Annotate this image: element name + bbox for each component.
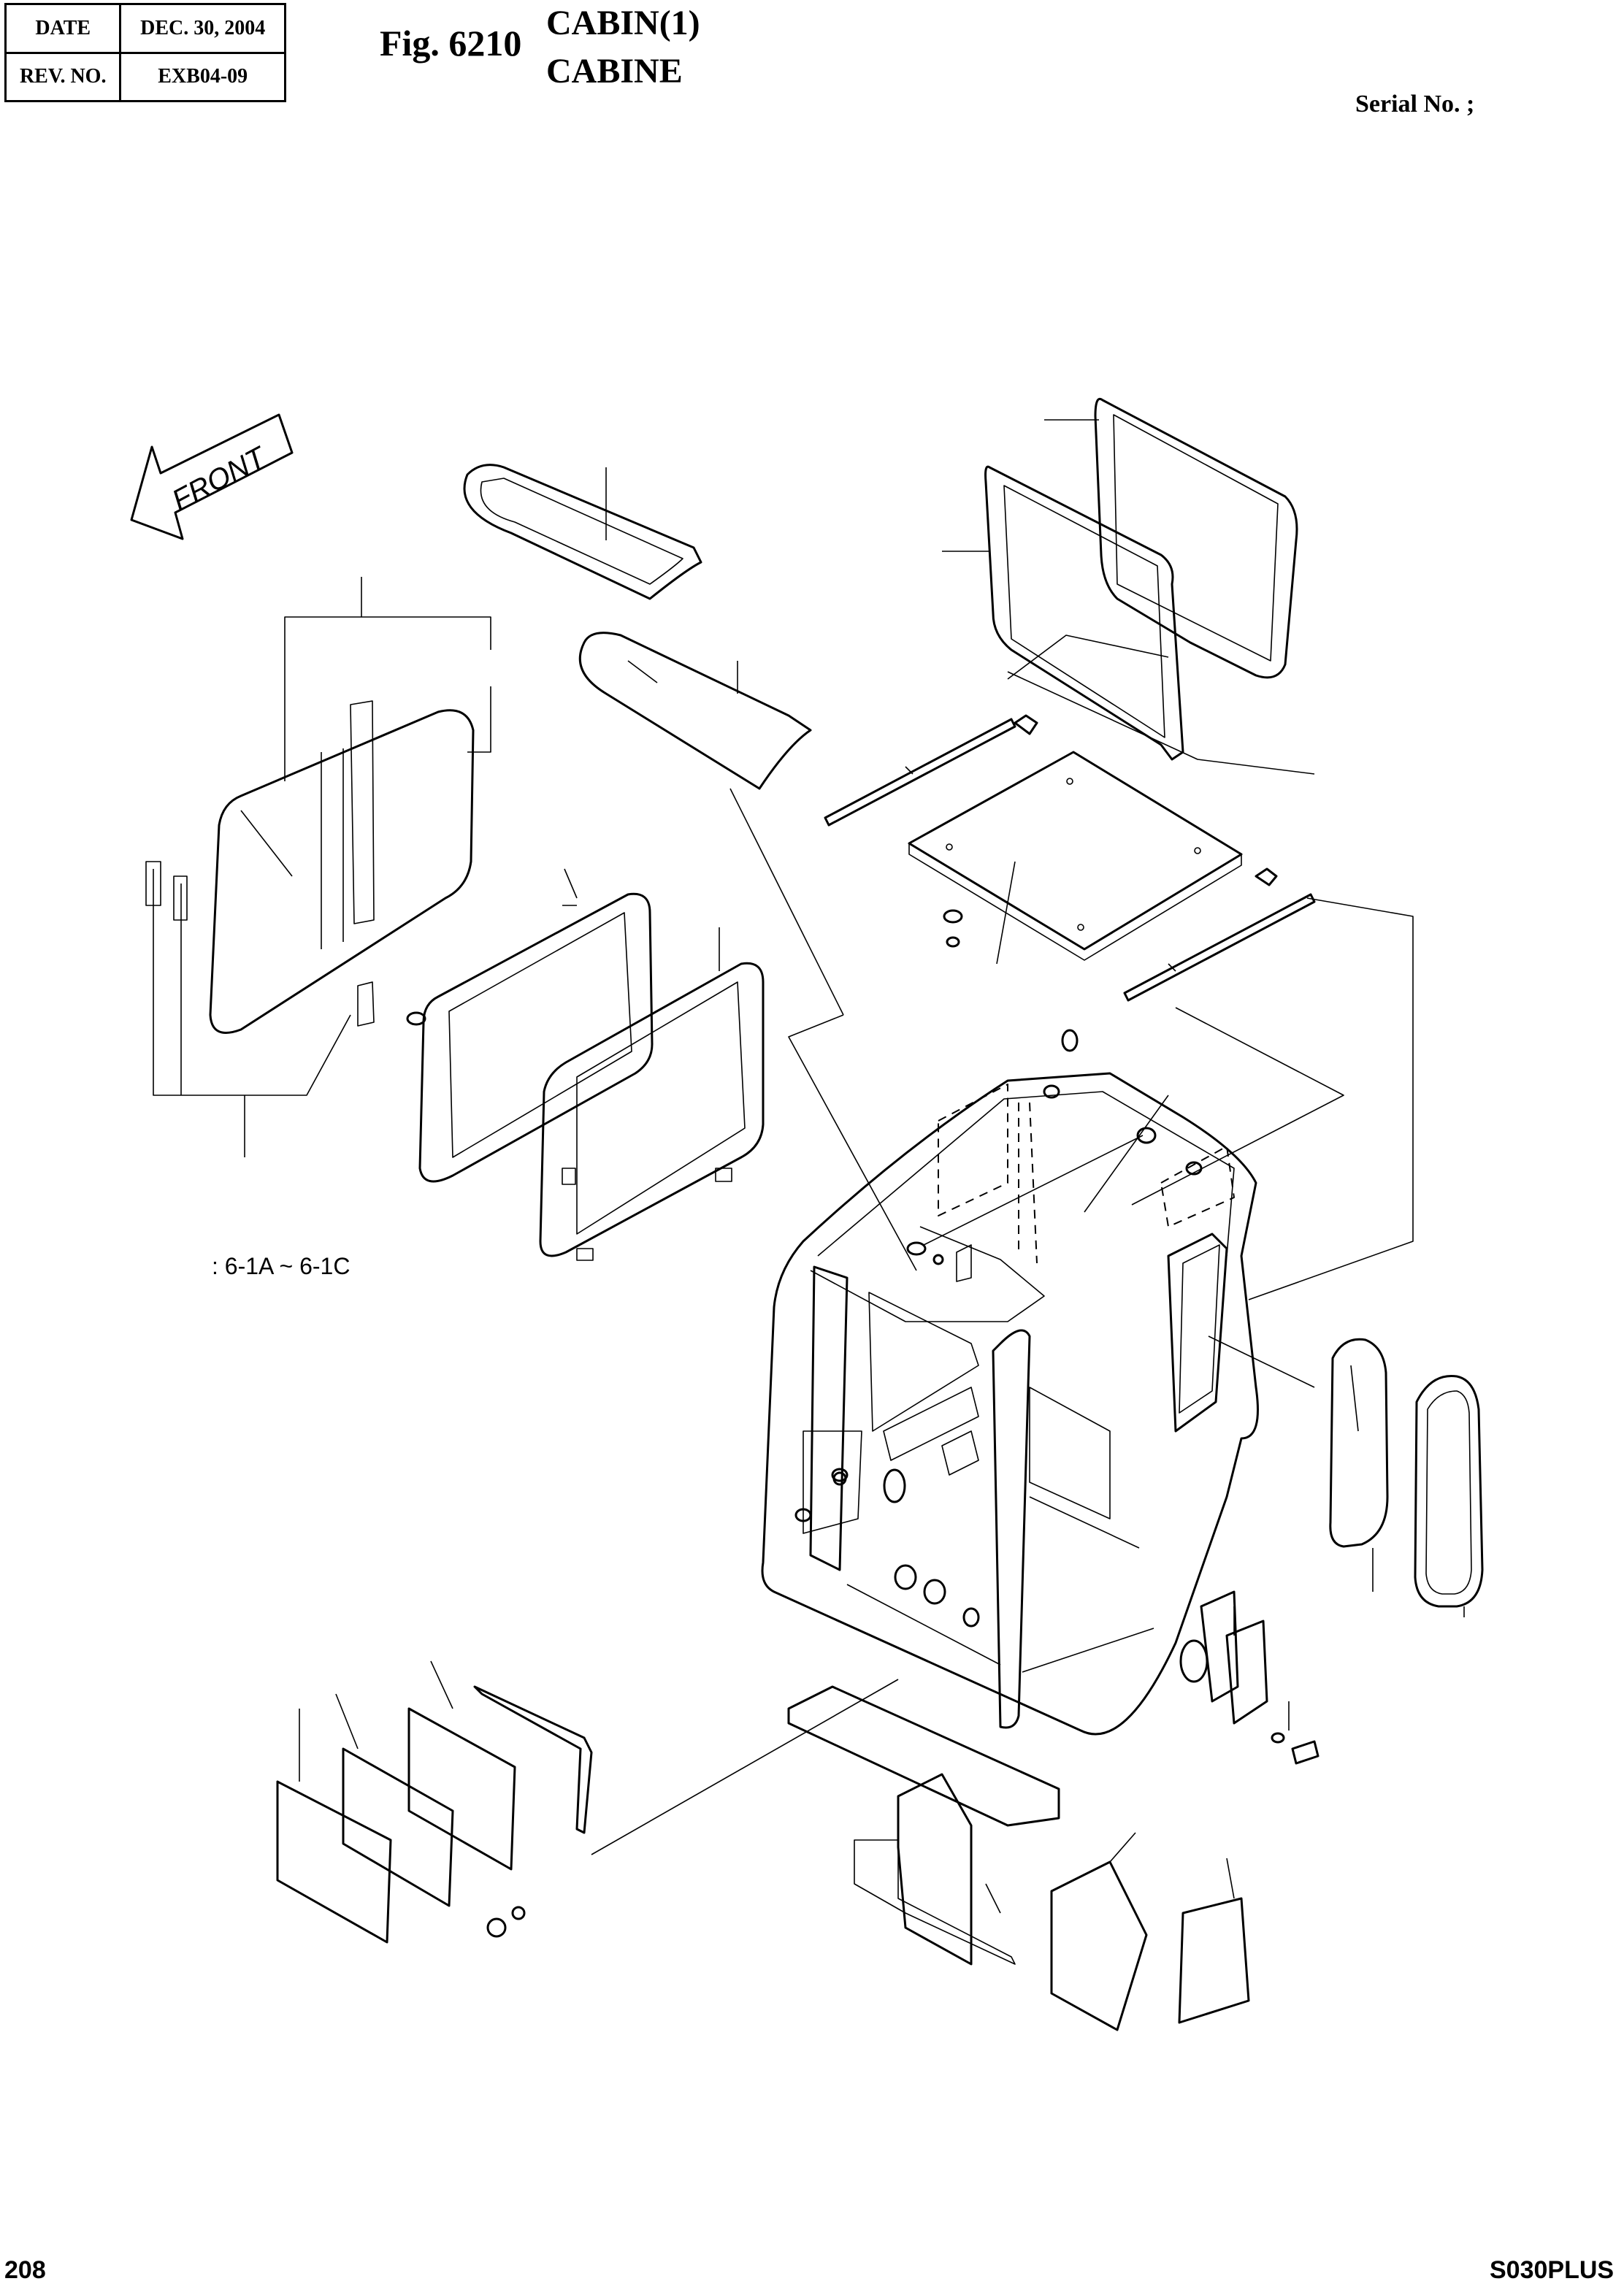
serial-number-label: Serial No. ; bbox=[1355, 91, 1475, 118]
side-window-glass bbox=[1329, 1338, 1389, 1548]
title-english: CABIN(1) bbox=[546, 4, 700, 42]
revision-table: DATE DEC. 30, 2004 REV. NO. EXB04-09 bbox=[4, 3, 286, 102]
side-window-seal bbox=[1372, 1374, 1484, 1617]
rev-label: REV. NO. bbox=[4, 51, 122, 102]
base-cover-panels bbox=[787, 1685, 1250, 2031]
date-label: DATE bbox=[4, 3, 122, 54]
front-arrow: FRONT bbox=[130, 413, 294, 540]
rear-window-seal bbox=[1044, 397, 1298, 679]
front-arrow-label: FRONT bbox=[167, 440, 273, 517]
door-hinge bbox=[145, 861, 426, 1027]
roof-curved-glass bbox=[578, 632, 812, 790]
model-name: S030PLUS bbox=[1490, 2256, 1615, 2284]
bolt-group bbox=[943, 714, 1278, 1052]
leader-lines bbox=[153, 577, 1414, 1388]
door-window-seal bbox=[418, 892, 654, 1183]
cabin-frame bbox=[761, 1072, 1259, 1736]
frame-bolts bbox=[832, 1241, 972, 1486]
reference-note: : 6-1A ~ 6-1C bbox=[212, 1253, 350, 1279]
access-cover bbox=[1179, 1590, 1320, 1765]
roof-glass-seal bbox=[463, 464, 702, 600]
roof-rail-right bbox=[1123, 893, 1316, 1002]
door-glass-left bbox=[209, 700, 475, 1034]
sliding-window-frame bbox=[539, 962, 765, 1261]
page-number: 208 bbox=[4, 2256, 46, 2284]
figure-number: Fig. 6210 bbox=[380, 23, 522, 64]
date-value: DEC. 30, 2004 bbox=[119, 3, 286, 54]
title-french: CABINE bbox=[546, 52, 683, 91]
roof-panel bbox=[908, 751, 1243, 961]
floor-cover-plates bbox=[276, 1660, 899, 1944]
rear-window-glass bbox=[942, 465, 1184, 761]
roof-rail-left bbox=[824, 718, 1016, 827]
rev-value: EXB04-09 bbox=[119, 51, 286, 102]
